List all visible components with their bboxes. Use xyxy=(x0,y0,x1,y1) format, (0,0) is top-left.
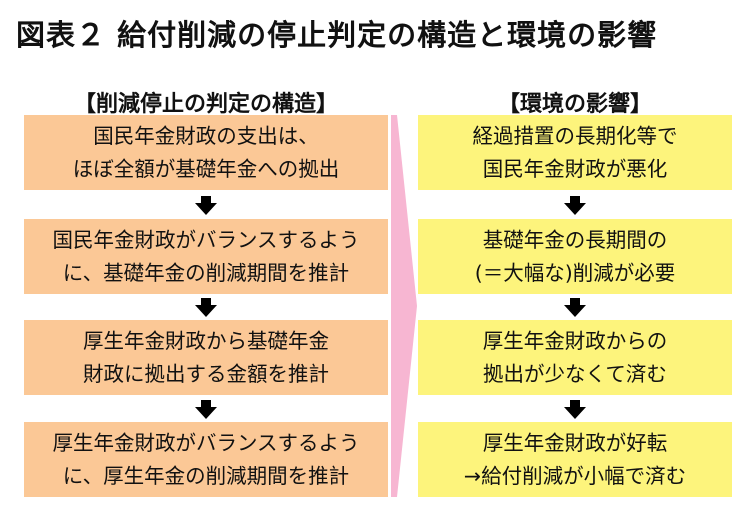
right-box-2-line1: 基礎年金の長期間の xyxy=(482,227,668,252)
left-box-1-line2: ほぼ全額が基礎年金への拠出 xyxy=(72,156,340,181)
left-box-2: 国民年金財政がバランスするよう に、基礎年金の削減期間を推計 xyxy=(24,219,388,294)
down-arrow-icon xyxy=(564,400,586,419)
left-box-4-line2: に、厚生年金の削減期間を推計 xyxy=(62,463,350,488)
left-box-2-line2: に、基礎年金の削減期間を推計 xyxy=(62,260,350,285)
right-box-4-line1: 厚生年金財政が好転 xyxy=(482,430,668,455)
right-box-4: 厚生年金財政が好転 →給付削減が小幅で済む xyxy=(418,422,732,497)
left-box-1-line1: 国民年金財政の支出は、 xyxy=(93,123,319,148)
chevron-right-separator-icon xyxy=(391,115,417,497)
down-arrow-icon xyxy=(564,196,586,215)
right-box-2-line2: (＝大幅な)削減が必要 xyxy=(474,260,676,285)
right-box-1-line2: 国民年金財政が悪化 xyxy=(482,156,668,181)
left-box-2-line1: 国民年金財政がバランスするよう xyxy=(52,227,360,252)
down-arrow-icon xyxy=(195,400,217,419)
right-box-1-line1: 経過措置の長期化等で xyxy=(472,123,678,148)
left-box-3-line1: 厚生年金財政から基礎年金 xyxy=(83,328,329,353)
left-column-heading: 【削減停止の判定の構造】 xyxy=(73,92,338,117)
down-arrow-icon xyxy=(195,298,217,317)
left-box-3: 厚生年金財政から基礎年金 財政に拠出する金額を推計 xyxy=(24,320,388,395)
down-arrow-icon xyxy=(564,298,586,317)
left-box-4-line1: 厚生年金財政がバランスするよう xyxy=(52,430,360,455)
down-arrow-icon xyxy=(195,196,217,215)
right-box-3: 厚生年金財政からの 拠出が少なくて済む xyxy=(418,320,732,395)
right-column-heading: 【環境の影響】 xyxy=(497,92,652,117)
right-box-2: 基礎年金の長期間の (＝大幅な)削減が必要 xyxy=(418,219,732,294)
right-box-3-line1: 厚生年金財政からの xyxy=(482,328,668,353)
left-box-1: 国民年金財政の支出は、 ほぼ全額が基礎年金への拠出 xyxy=(24,115,388,190)
right-box-4-line2: →給付削減が小幅で済む xyxy=(463,463,687,488)
figure-title: 図表２ 給付削減の停止判定の構造と環境の影響 xyxy=(16,18,658,52)
left-box-3-line2: 財政に拠出する金額を推計 xyxy=(83,361,329,386)
right-box-1: 経過措置の長期化等で 国民年金財政が悪化 xyxy=(418,115,732,190)
left-box-4: 厚生年金財政がバランスするよう に、厚生年金の削減期間を推計 xyxy=(24,422,388,497)
right-box-3-line2: 拠出が少なくて済む xyxy=(483,361,667,386)
